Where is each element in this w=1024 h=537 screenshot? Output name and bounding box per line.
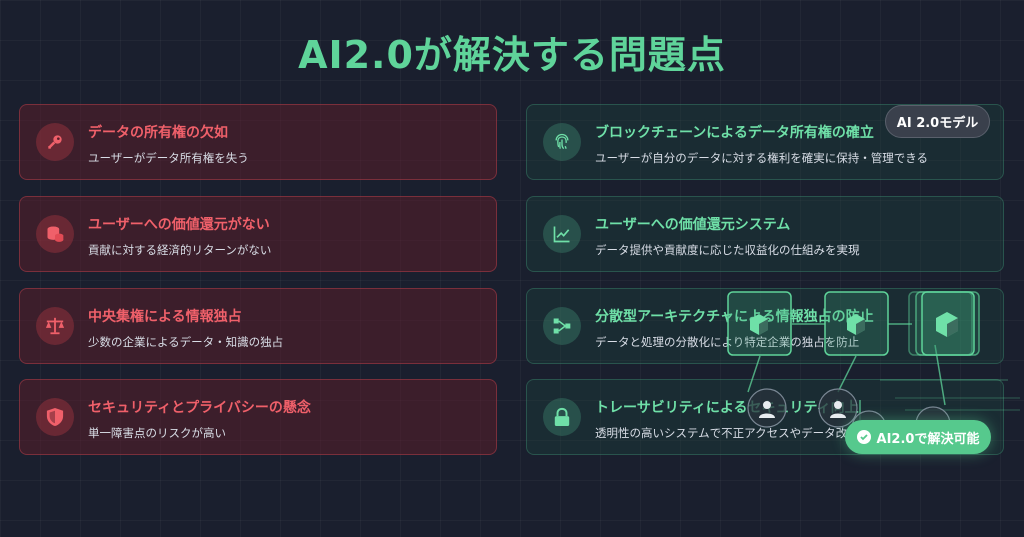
problem-card-data-ownership: データの所有権の欠如 ユーザーがデータ所有権を失う — [19, 104, 497, 180]
solution-card-value-return: ユーザーへの価値還元システム データ提供や貢献度に応じた収益化の仕組みを実現 — [526, 196, 1004, 272]
solution-heading: 分散型アーキテクチャによる情報独占の防止 — [595, 309, 874, 325]
solution-desc: ユーザーが自分のデータに対する権利を確実に保持・管理できる — [595, 151, 929, 165]
problem-desc: 単一障害点のリスクが高い — [88, 426, 226, 440]
solution-heading: ブロックチェーンによるデータ所有権の確立 — [595, 125, 874, 141]
lock-icon — [543, 398, 581, 436]
solution-desc: データ提供や貢献度に応じた収益化の仕組みを実現 — [595, 243, 860, 257]
solvable-badge-label: AI2.0で解決可能 — [876, 431, 980, 447]
solvable-badge: AI2.0で解決可能 — [845, 420, 991, 454]
problem-card-security: セキュリティとプライバシーの懸念 単一障害点のリスクが高い — [19, 379, 497, 455]
ai-model-badge: AI 2.0モデル — [885, 105, 990, 138]
problem-card-value-return: ユーザーへの価値還元がない 貢献に対する経済的リターンがない — [19, 196, 497, 272]
shield-icon — [36, 398, 74, 436]
network-icon — [543, 307, 581, 345]
solution-desc: 透明性の高いシステムで不正アクセスやデータ改 — [595, 426, 848, 440]
problem-desc: 少数の企業によるデータ・知識の独占 — [88, 335, 284, 349]
solution-card-data-ownership: ブロックチェーンによるデータ所有権の確立 ユーザーが自分のデータに対する権利を確… — [526, 104, 1004, 180]
chart-line-icon — [543, 215, 581, 253]
problem-heading: 中央集権による情報独占 — [88, 309, 242, 325]
coins-icon — [36, 215, 74, 253]
scale-icon — [36, 307, 74, 345]
key-icon — [36, 123, 74, 161]
fingerprint-icon — [543, 123, 581, 161]
problem-card-centralization: 中央集権による情報独占 少数の企業によるデータ・知識の独占 — [19, 288, 497, 364]
problem-heading: データの所有権の欠如 — [88, 125, 228, 141]
check-circle-icon — [856, 430, 871, 444]
solution-desc: データと処理の分散化により特定企業の独占を防止 — [595, 335, 860, 349]
problem-heading: セキュリティとプライバシーの懸念 — [88, 400, 311, 416]
problem-heading: ユーザーへの価値還元がない — [88, 217, 270, 233]
page-title: AI2.0が解決する問題点 — [298, 33, 726, 77]
problem-desc: 貢献に対する経済的リターンがない — [88, 243, 272, 257]
solution-heading: ユーザーへの価値還元システム — [595, 217, 791, 233]
problem-desc: ユーザーがデータ所有権を失う — [88, 151, 249, 165]
solution-heading: トレーサビリティによるセキュリティ向上 — [595, 400, 859, 416]
solution-card-decentralized: 分散型アーキテクチャによる情報独占の防止 データと処理の分散化により特定企業の独… — [526, 288, 1004, 364]
